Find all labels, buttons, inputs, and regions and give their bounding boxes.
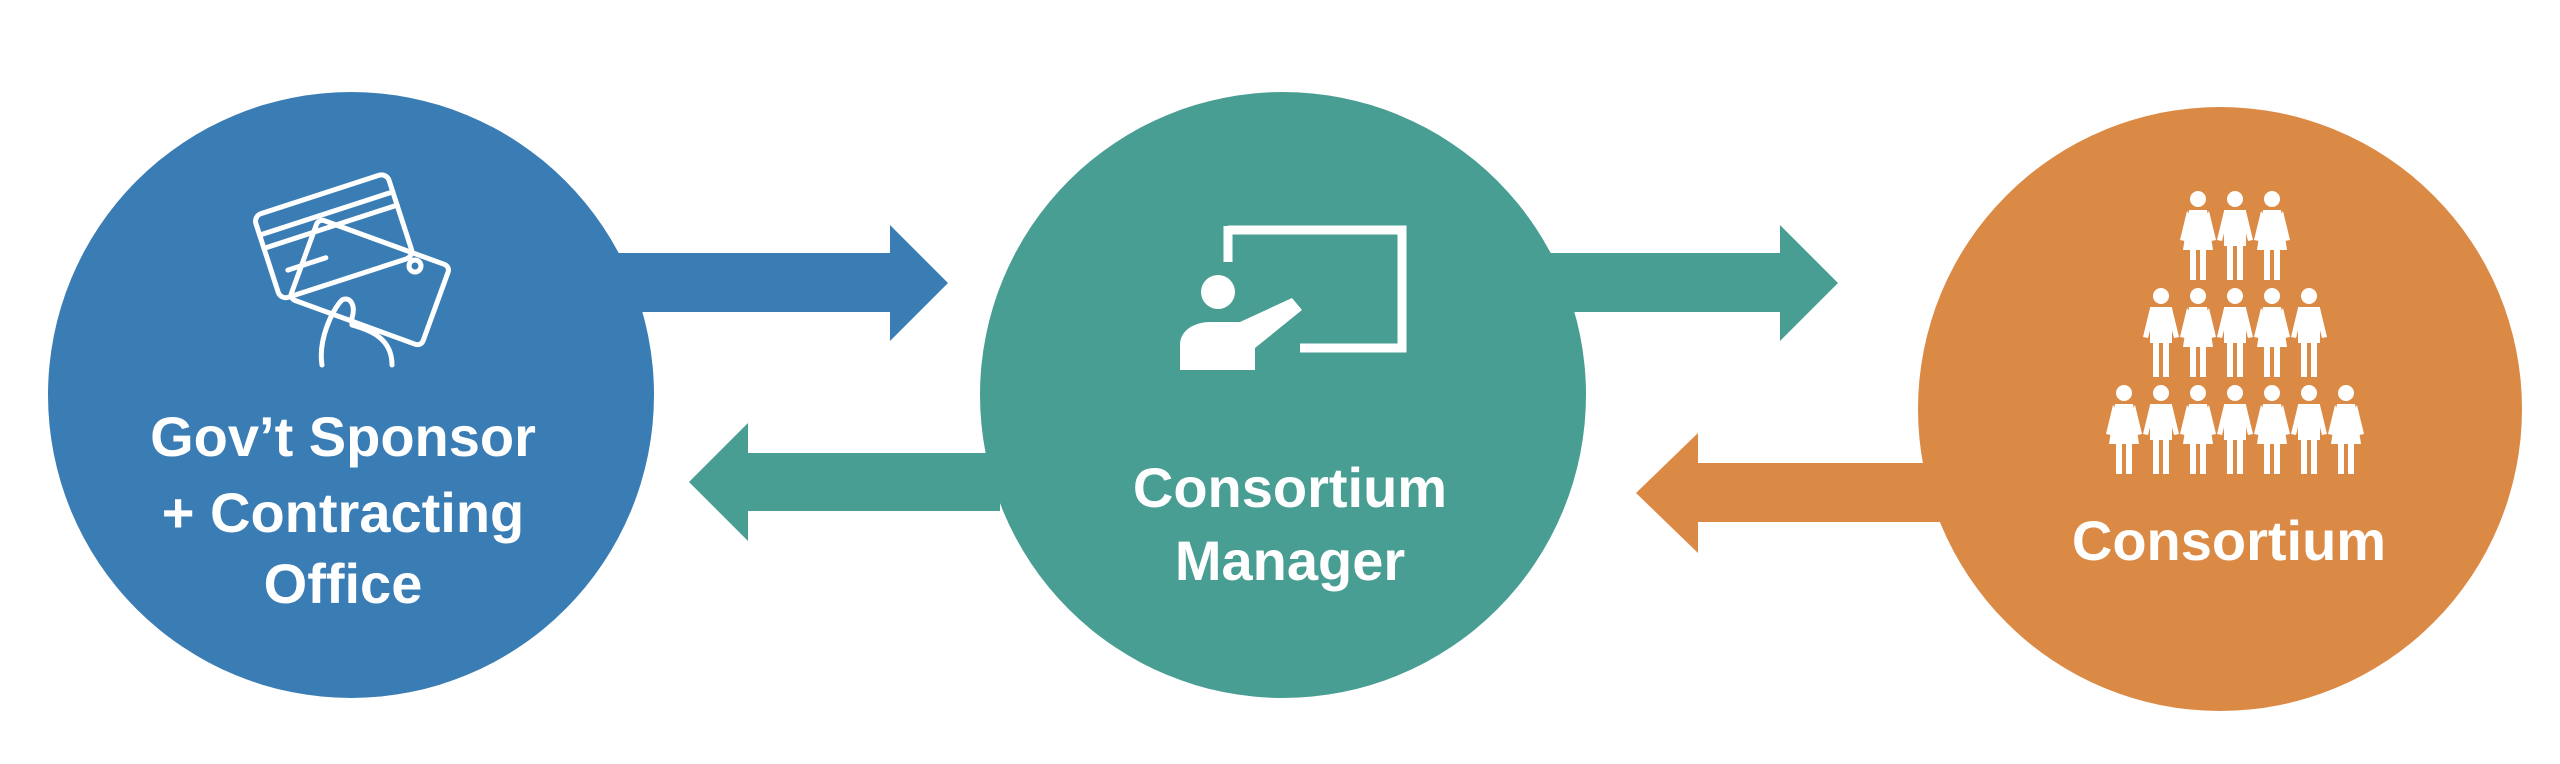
consortium-circle (1918, 107, 2522, 711)
label-line: Consortium (2072, 509, 2386, 572)
label-line: Gov’t Sponsor (150, 405, 536, 468)
label-line: Office (264, 552, 423, 615)
person-figure (2291, 288, 2327, 377)
arrow-consortium-to-manager (1636, 433, 1950, 553)
label-line: + Contracting (162, 481, 524, 544)
person-figure (2143, 385, 2179, 474)
person-figure (2143, 288, 2179, 377)
arrow-manager-to-consortium (1540, 225, 1838, 341)
arrow-gov-to-manager (600, 225, 948, 341)
person-figure (2328, 385, 2364, 474)
consortium-manager-label: Consortium Manager (1133, 456, 1447, 592)
person-figure (2217, 288, 2253, 377)
credit-card-payment-icon (253, 172, 451, 368)
arrow-manager-to-gov (689, 423, 1000, 541)
person-figure (2180, 288, 2216, 377)
presenter-whiteboard-icon (1180, 225, 1407, 370)
person-figure (2180, 385, 2216, 474)
person-figure (2180, 191, 2216, 280)
label-line: Manager (1175, 529, 1405, 592)
label-line: Consortium (1133, 456, 1447, 519)
person-figure (2217, 191, 2253, 280)
consortium-label: Consortium (2072, 509, 2386, 572)
person-figure (2291, 385, 2327, 474)
person-figure (2254, 288, 2290, 377)
person-figure (2217, 385, 2253, 474)
person-figure (2254, 191, 2290, 280)
gov-sponsor-label: Gov’t Sponsor + Contracting Office (150, 405, 536, 615)
person-figure (2254, 385, 2290, 474)
consortium-manager-circle (980, 92, 1586, 698)
people-pyramid-icon (2106, 191, 2364, 474)
person-figure (2106, 385, 2142, 474)
gov-sponsor-circle (48, 92, 654, 698)
